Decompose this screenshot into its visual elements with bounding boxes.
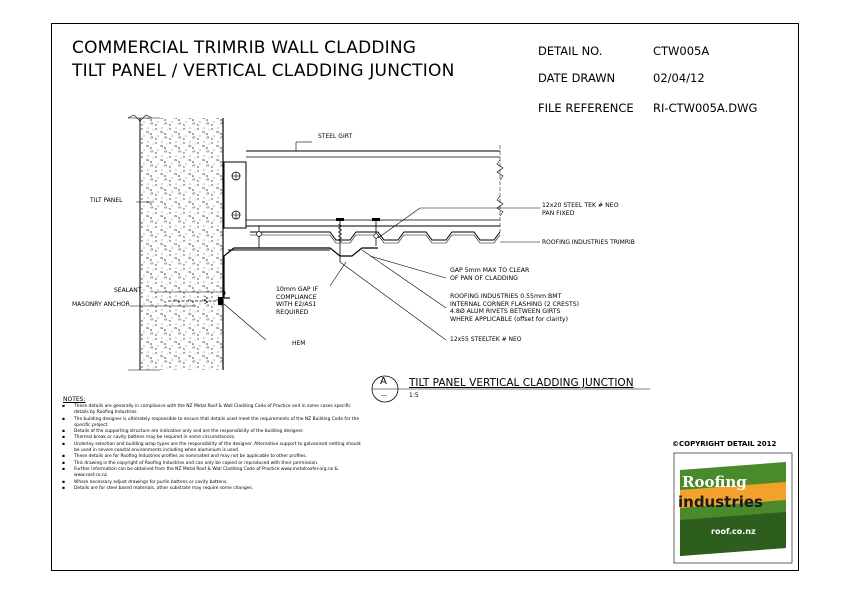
label-steeltek-neo: 12x55 STEELTEK # NEO (450, 336, 522, 343)
date-drawn-label: DATE DRAWN (538, 71, 616, 85)
roofing-industries-logo-graphic (673, 452, 793, 564)
label-gap-clear: GAP 5mm MAX TO CLEAR OF PAN OF CLADDING (450, 267, 530, 282)
detail-bubble-dash: — (381, 392, 387, 399)
date-drawn-value: 02/04/12 (653, 71, 705, 85)
note-item: These details are generally in complianc… (62, 404, 362, 417)
detail-no-value: CTW005A (653, 44, 710, 58)
detail-bubble (371, 375, 650, 403)
note-item: The building designer is ultimately resp… (62, 417, 362, 430)
drawing-title-line1: COMMERCIAL TRIMRIB WALL CLADDING (72, 38, 417, 58)
logo-industries-text: industries (678, 493, 763, 511)
note-item: Where necessary adjust drawings for purl… (62, 480, 362, 487)
notes-heading: NOTES: (63, 396, 86, 403)
file-reference-value: RI-CTW005A.DWG (653, 101, 758, 115)
note-item: These details are for Roofing Industries… (62, 454, 362, 461)
logo-roofing-text: Roofing (682, 473, 747, 491)
trimrib-cladding (228, 231, 501, 251)
label-sealant: SEALANT (114, 287, 142, 294)
masonry-anchor (168, 289, 226, 305)
leader-lines (130, 141, 540, 341)
note-item: Underlay selection and building wrap typ… (62, 442, 362, 455)
drawing-title-line2: TILT PANEL / VERTICAL CLADDING JUNCTION (72, 61, 455, 81)
label-trimrib: ROOFING INDUSTRIES TRIMRIB (542, 239, 635, 246)
fasteners (256, 218, 380, 262)
detail-title: TILT PANEL VERTICAL CLADDING JUNCTION (409, 377, 634, 389)
note-item: Further information can be obtained from… (62, 467, 362, 480)
detail-scale: 1:5 (409, 392, 419, 399)
note-item: Details are for steel based materials, o… (62, 486, 362, 493)
label-masonry-anchor: MASONRY ANCHOR (72, 301, 130, 308)
sheet-border (51, 23, 799, 571)
steel-girt (223, 145, 504, 232)
file-reference-label: FILE REFERENCE (538, 101, 634, 115)
logo-url-text: roof.co.nz (711, 527, 756, 536)
note-item: Details of the supporting structure are … (62, 429, 362, 436)
label-gap-compliance: 10mm GAP IF COMPLIANCE WITH E2/AS1 REQUI… (276, 286, 319, 316)
label-corner-flashing: ROOFING INDUSTRIES 0.55mm BMT INTERNAL C… (450, 293, 580, 323)
label-steel-girt: STEEL GIRT (318, 133, 353, 140)
label-steeltek-pan: 12x20 STEEL TEK # NEO PAN FIXED (542, 202, 619, 217)
detail-letter: A (380, 376, 387, 387)
label-tilt-panel: TILT PANEL (90, 197, 123, 204)
note-item: Thermal break or cavity battens may be r… (62, 435, 362, 442)
notes-list: These details are generally in complianc… (62, 404, 362, 492)
note-item: This drawing is the copyright of Roofing… (62, 461, 362, 468)
copyright-text: ©COPYRIGHT DETAIL 2012 (672, 440, 777, 448)
detail-no-label: DETAIL NO. (538, 44, 603, 58)
tilt-panel (127, 114, 224, 371)
internal-corner-flashing (223, 247, 378, 299)
label-hem: HEM (292, 340, 306, 347)
